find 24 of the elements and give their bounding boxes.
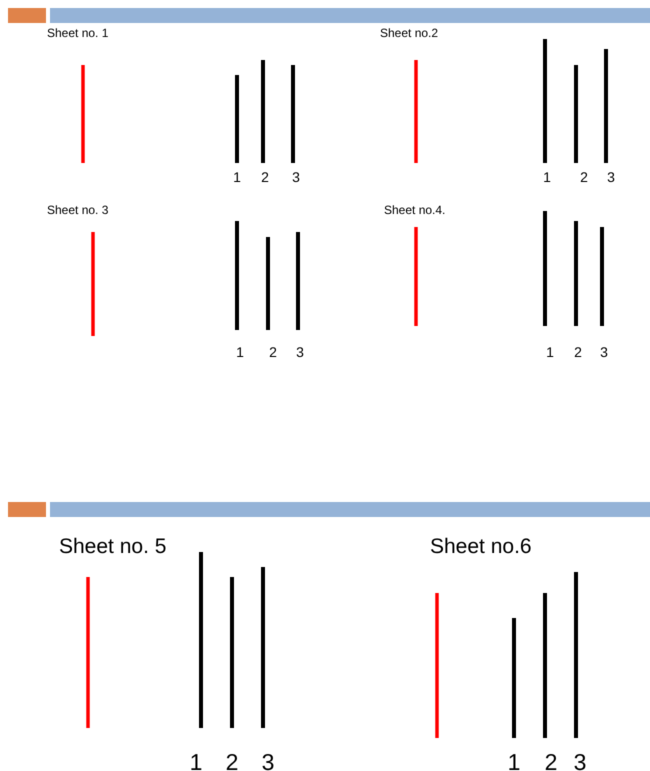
line-number: 2 [226, 750, 238, 771]
line-number: 2 [544, 750, 558, 771]
line-number: 2 [261, 170, 269, 184]
sheet-title: Sheet no. 1 [47, 27, 108, 39]
line-number: 1 [236, 345, 244, 359]
line-number: 2 [580, 170, 588, 184]
line-number: 3 [607, 170, 615, 184]
line-number: 2 [574, 345, 582, 359]
line-number: 3 [574, 750, 586, 771]
sheet-title: Sheet no.6 [430, 536, 532, 556]
sheet-title: Sheet no. 5 [59, 536, 166, 556]
line-number: 3 [262, 750, 274, 771]
line-number: 1 [543, 170, 551, 184]
sheet-title: Sheet no.4. [384, 204, 446, 216]
line-number: 3 [292, 170, 300, 184]
line-number: 1 [190, 750, 202, 771]
sheet-title: Sheet no.2 [380, 27, 438, 39]
line-number: 3 [296, 345, 304, 359]
line-number: 2 [269, 345, 277, 359]
line-number: 1 [233, 170, 241, 184]
line-number: 1 [508, 750, 520, 771]
line-number: 3 [600, 345, 608, 359]
line-number: 1 [546, 345, 554, 359]
sheet-title: Sheet no. 3 [47, 204, 108, 216]
